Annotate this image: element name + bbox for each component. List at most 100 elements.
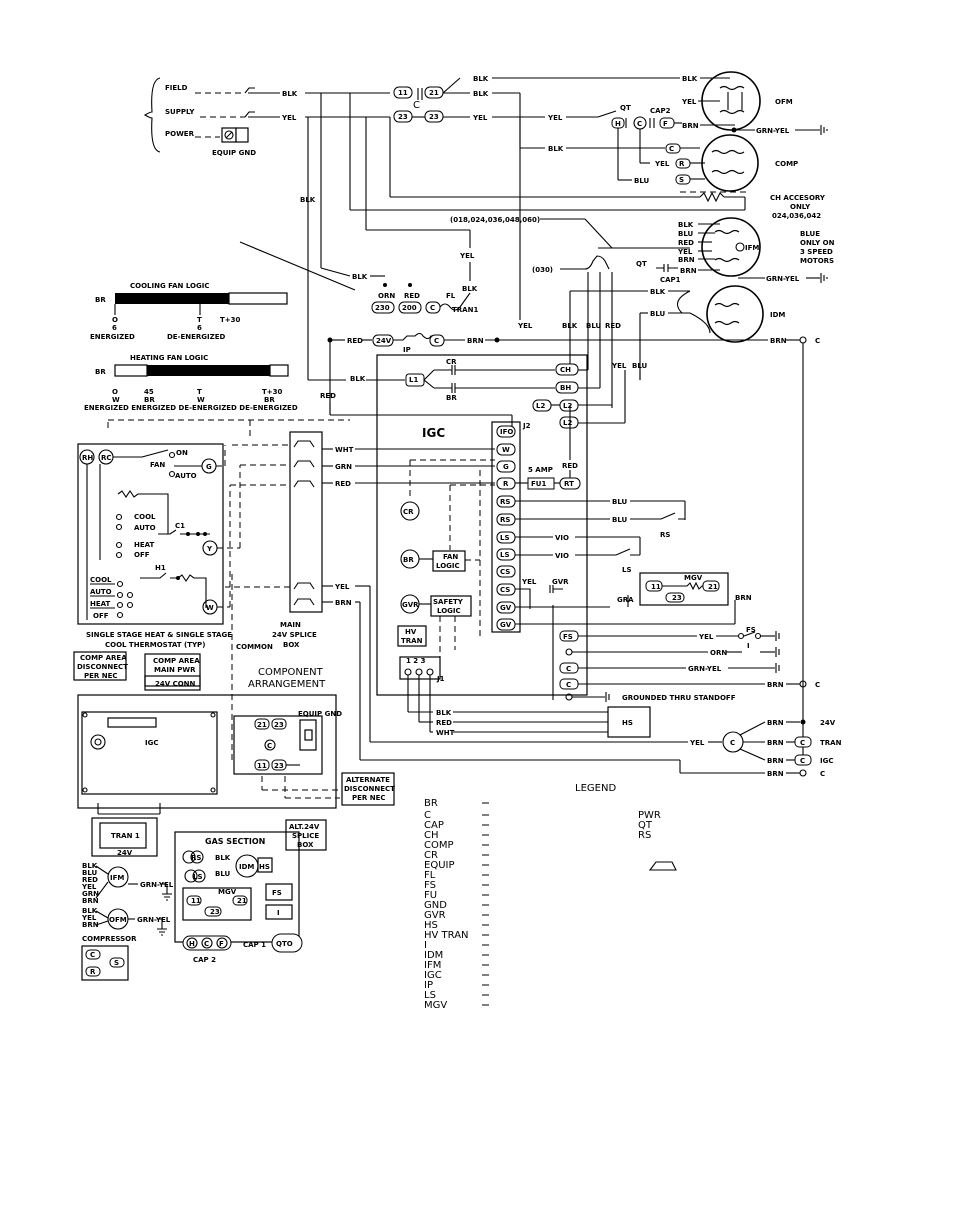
svg-text:FL: FL [424,870,436,881]
svg-text:BLUE: BLUE [800,230,820,238]
svg-text:ORN: ORN [378,292,395,300]
svg-text:L2: L2 [563,419,572,427]
svg-text:23: 23 [429,113,439,121]
svg-text:SPLICE: SPLICE [292,832,319,840]
crankcase-heater: CH ACCESORY ONLY 024,036,042 [350,117,826,220]
svg-text:GV: GV [500,604,512,612]
svg-text:BR: BR [446,394,457,402]
svg-text:SAFETY: SAFETY [433,598,464,606]
svg-text:BLK: BLK [215,854,231,862]
svg-text:BRN: BRN [335,599,352,607]
svg-text:QT: QT [638,820,653,831]
svg-text:COOL: COOL [90,576,112,584]
svg-text:MGV: MGV [218,888,237,896]
power-rail: RED 24V IP C BRN BRN C [327,332,820,765]
svg-text:200: 200 [402,304,417,312]
svg-text:T+30: T+30 [262,388,283,396]
svg-text:23: 23 [210,908,220,916]
svg-text:FS: FS [746,626,756,634]
svg-text:CR: CR [424,850,438,861]
svg-text:DE-ENERGIZED: DE-ENERGIZED [167,333,226,341]
svg-text:23: 23 [398,113,408,121]
ofm-motor: BLK YEL BRN OFM GRN-YEL [681,71,828,135]
svg-text:FL: FL [446,292,456,300]
svg-text:BLU: BLU [612,516,628,524]
svg-text:J2: J2 [522,422,531,430]
svg-text:5 AMP: 5 AMP [528,466,553,474]
svg-text:PER NEC: PER NEC [84,672,118,680]
svg-text:ARRANGEMENT: ARRANGEMENT [248,679,326,690]
svg-text:IFM: IFM [424,960,441,971]
svg-text:24V: 24V [820,719,836,727]
svg-text:BRN: BRN [82,897,99,905]
svg-text:GRN: GRN [335,463,352,471]
svg-text:(018,024,036,048,060): (018,024,036,048,060) [450,216,540,224]
svg-text:G: G [503,463,509,471]
svg-text:23: 23 [672,594,682,602]
svg-text:COOL: COOL [134,513,156,521]
svg-text:C: C [730,739,735,747]
svg-text:21: 21 [429,89,439,97]
svg-text:C: C [800,739,805,747]
legend: LEGEND BR C CAP CH COMP CR EQUIP FL FS F… [424,783,677,1011]
heating-fan-logic: HEATING FAN LOGIC BR O 45 T T+30 W BR W … [84,354,298,412]
svg-text:CS: CS [500,586,510,594]
svg-text:TRAN1: TRAN1 [452,306,478,314]
svg-text:BRN: BRN [678,256,695,264]
ofm-label: OFM [775,98,793,106]
svg-text:C1: C1 [175,522,185,530]
svg-text:T: T [197,388,202,396]
svg-text:11: 11 [191,897,201,905]
svg-text:VIO: VIO [555,552,569,560]
svg-text:BLK: BLK [650,288,666,296]
svg-text:BR: BR [264,396,275,404]
svg-text:F: F [219,940,224,948]
svg-text:IGC: IGC [424,970,442,981]
svg-text:HV TRAN: HV TRAN [424,930,469,941]
svg-text:HV: HV [405,628,417,636]
field-supply-group: FIELD SUPPLY POWER BLK YEL EQUIP GND [143,77,390,157]
svg-text:ENERGIZED: ENERGIZED [90,333,135,341]
svg-text:TRAN: TRAN [820,739,842,747]
svg-text:OFF: OFF [134,551,150,559]
rs-ls-gv: BLU BLU RS VIO VIO LS YEL GVR GRA BRN MG… [515,498,752,625]
svg-text:BLK: BLK [282,90,298,98]
svg-text:W: W [112,396,120,404]
svg-text:C: C [434,337,439,345]
svg-text:BLK: BLK [82,862,98,870]
svg-text:GVR: GVR [402,601,419,609]
svg-text:BLK: BLK [462,285,478,293]
svg-text:24V: 24V [376,337,392,345]
svg-text:23: 23 [274,762,284,770]
svg-text:HEAT: HEAT [134,541,155,549]
svg-text:24V: 24V [117,849,133,857]
ifm-motor: (018,024,036,048,060) (030) BLK BLU RED … [450,216,835,284]
svg-text:RED: RED [562,462,578,470]
igc-board [376,354,588,696]
svg-text:C: C [566,681,571,689]
svg-text:GRN-YEL: GRN-YEL [137,916,171,924]
svg-text:CR: CR [446,358,457,366]
igc-internals: CR BR GVR FAN LOGIC SAFETY LOGIC HV TRAN… [397,459,495,722]
svg-text:RS: RS [191,854,201,862]
svg-text:BLU: BLU [678,230,694,238]
svg-text:R: R [679,160,685,168]
svg-text:YEL: YEL [654,160,670,168]
svg-text:BLU: BLU [634,177,650,185]
svg-text:BLK: BLK [682,75,698,83]
svg-text:W: W [206,604,214,612]
svg-text:C: C [815,681,820,689]
ifm-label: IFM [745,244,759,252]
svg-text:FS: FS [272,889,282,897]
idm-label: IDM [770,311,785,319]
svg-text:C: C [204,940,209,948]
svg-text:C: C [800,757,805,765]
svg-text:FAN: FAN [443,553,458,561]
svg-text:C: C [90,951,95,959]
svg-text:BLK: BLK [436,709,452,717]
comp-label: COMP [775,160,798,168]
svg-text:CH ACCESORY: CH ACCESORY [770,194,826,202]
svg-text:R: R [90,968,96,976]
svg-text:EQUIP: EQUIP [424,860,455,871]
